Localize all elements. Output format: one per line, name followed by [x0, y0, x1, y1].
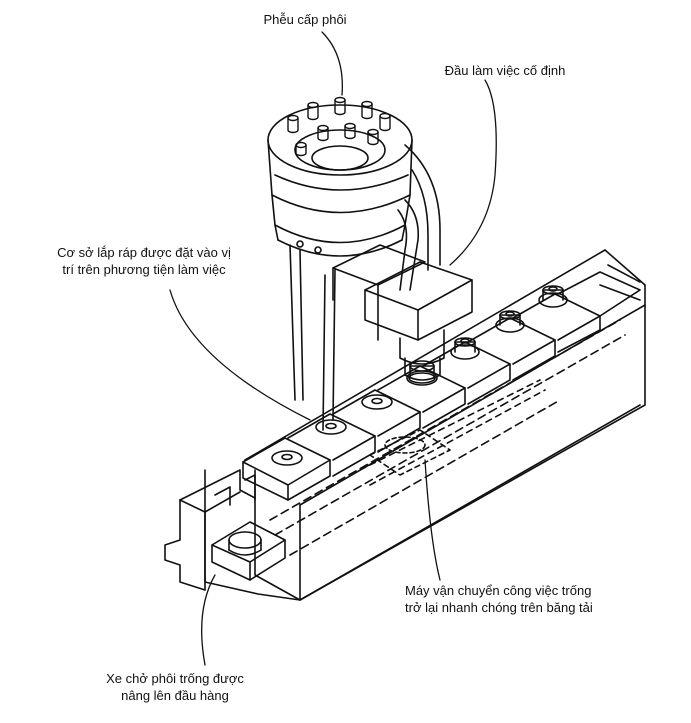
label-fixed-head-text: Đầu làm việc cố định [444, 63, 566, 78]
label-empty-carrier: Xe chở phôi trống được nâng lên đầu hàng [80, 670, 270, 704]
leader-carrier [201, 574, 216, 666]
elevator-bracket [164, 469, 286, 591]
label-empty-carrier-line2: nâng lên đầu hàng [121, 688, 229, 703]
leader-head [449, 79, 497, 266]
leader-return [424, 459, 441, 581]
conveyor-body [204, 249, 646, 601]
label-empty-carrier-line1: Xe chở phôi trống được [106, 671, 244, 686]
label-return-conveyor-line1: Máy vận chuyển công việc trống [405, 583, 592, 598]
label-assembly-base-line2: trí trên phương tiện làm việc [62, 262, 226, 277]
label-hopper: Phễu cấp phôi [230, 11, 380, 28]
feeder-hopper [267, 96, 413, 431]
feed-tube [397, 144, 441, 291]
label-return-conveyor: Máy vận chuyển công việc trống trở lại n… [405, 582, 625, 616]
leader-hopper [321, 31, 343, 96]
label-fixed-head: Đầu làm việc cố định [405, 62, 605, 79]
leader-base [169, 289, 311, 421]
label-return-conveyor-line2: trở lại nhanh chóng trên băng tải [405, 600, 593, 615]
carrier-blocks [242, 271, 641, 501]
label-hopper-text: Phễu cấp phôi [263, 12, 347, 27]
work-head [332, 244, 473, 384]
label-assembly-base-line1: Cơ sở lắp ráp được đặt vào vị [57, 245, 231, 260]
leader-lines [169, 31, 497, 666]
label-assembly-base: Cơ sở lắp ráp được đặt vào vị trí trên p… [25, 244, 263, 278]
